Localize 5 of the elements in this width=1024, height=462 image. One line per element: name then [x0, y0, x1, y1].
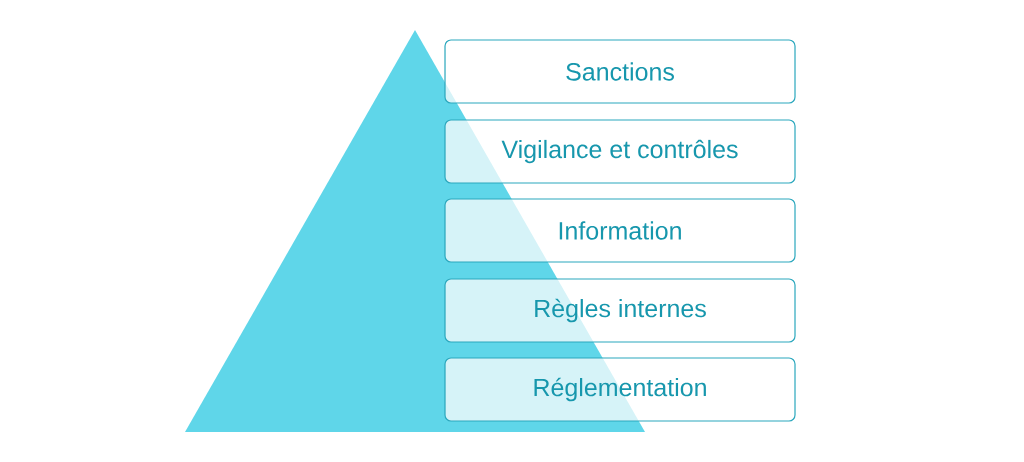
label-box: Réglementation [444, 357, 796, 422]
label-box: Règles internes [444, 278, 796, 343]
label-box: Vigilance et contrôles [444, 119, 796, 184]
label-box: Sanctions [444, 39, 796, 104]
label-box: Information [444, 198, 796, 263]
